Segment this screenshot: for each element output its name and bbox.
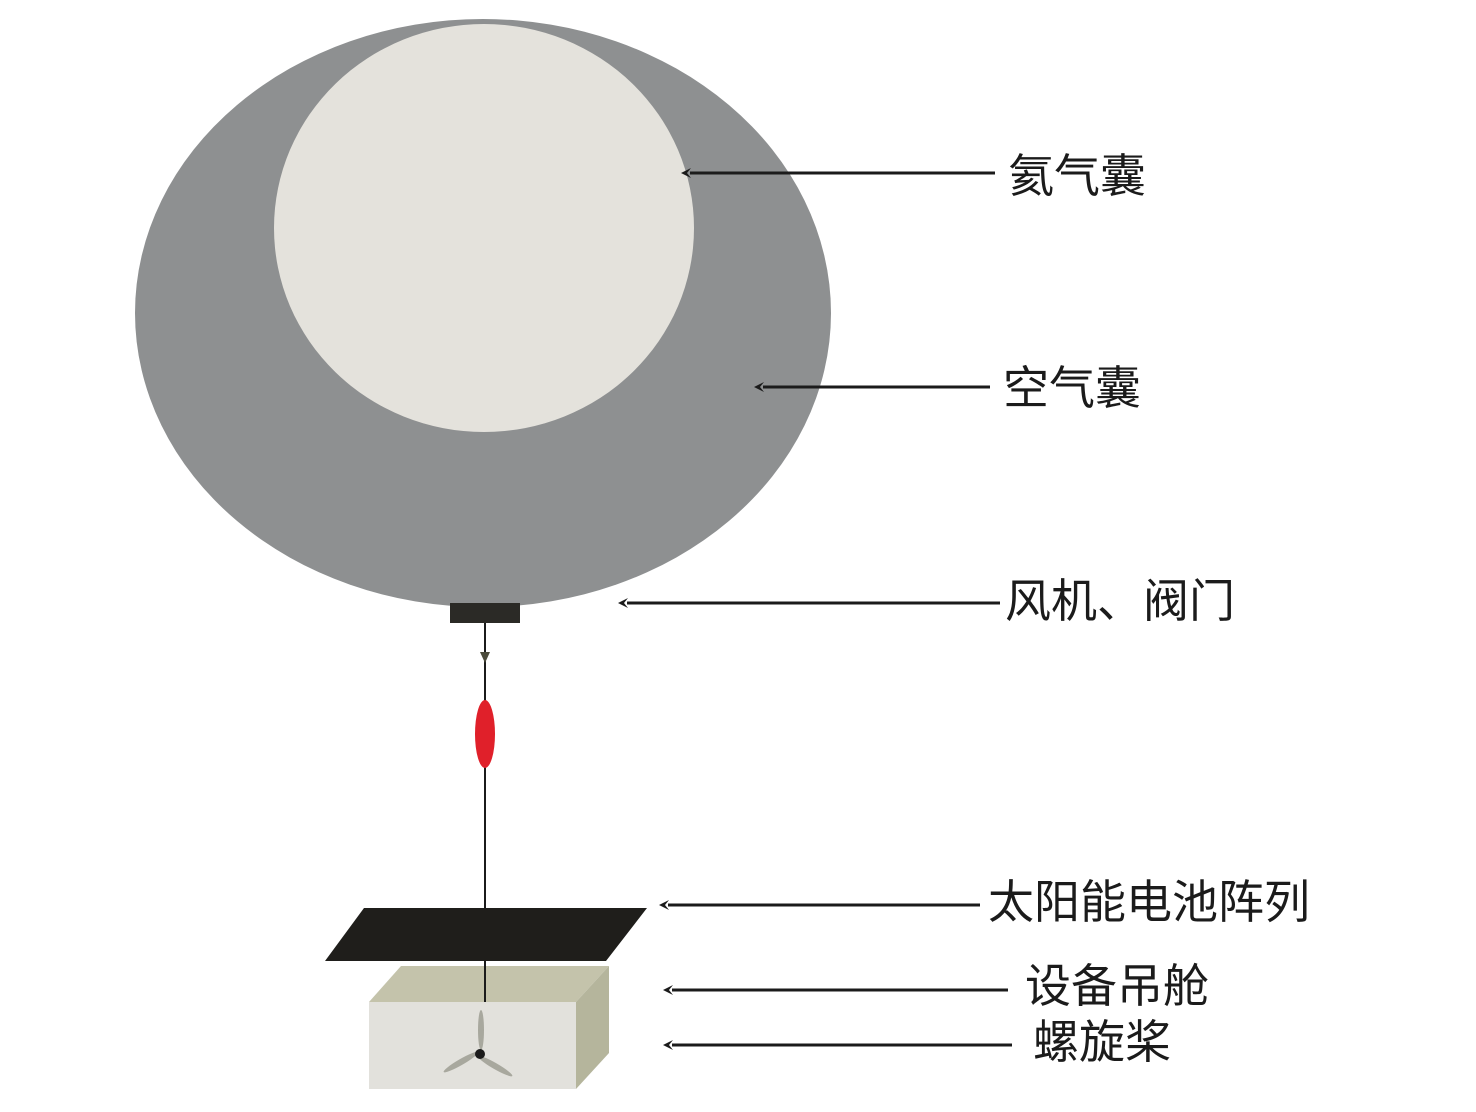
air-bag-label: 空气囊 <box>1003 361 1141 415</box>
gondola-top-face <box>369 966 609 1002</box>
solar-array-label: 太阳能电池阵列 <box>988 875 1310 929</box>
propeller-label: 螺旋桨 <box>1033 1015 1171 1069</box>
solar-array-panel <box>325 908 647 961</box>
helium-bag <box>274 24 694 432</box>
propeller-icon <box>443 1010 513 1077</box>
tether-connector <box>480 652 490 663</box>
red-marker <box>475 700 495 768</box>
gondola-label: 设备吊舱 <box>1025 959 1209 1013</box>
helium-bag-label: 氦气囊 <box>1008 149 1146 203</box>
fan-valve-label: 风机、阀门 <box>1005 574 1235 628</box>
gondola-front-face <box>369 1002 576 1089</box>
gondola-side-face <box>576 966 609 1089</box>
fan-valve-box <box>450 603 520 623</box>
